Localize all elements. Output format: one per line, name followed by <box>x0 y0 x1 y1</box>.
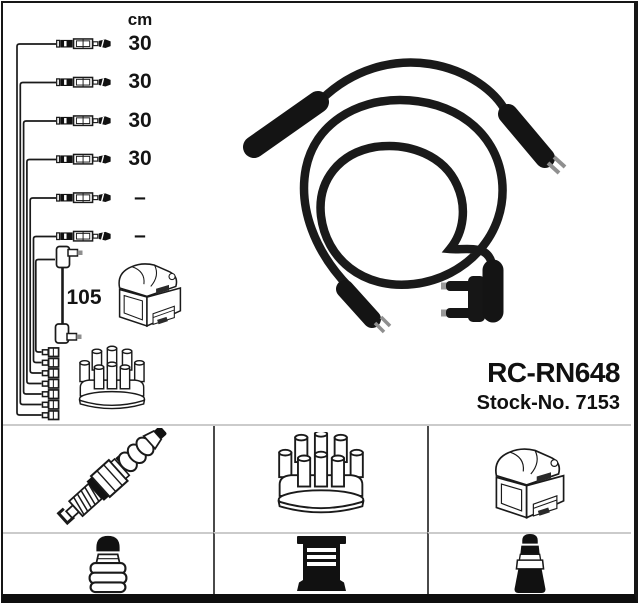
cable-length-2: 30 <box>128 70 152 93</box>
legend-cell-coil-boot <box>427 532 631 594</box>
ignition-coil-drawing <box>118 263 182 327</box>
distributor-cap-drawing <box>78 345 146 410</box>
cable-length-diagram <box>16 38 182 421</box>
legend-cell-plug-boot <box>2 532 213 594</box>
ignition-cables-photo <box>243 58 567 334</box>
cable-length-1: 30 <box>128 32 152 55</box>
legend-cell-distributor-terminal <box>213 532 427 594</box>
distributor-terminal-boot-icon <box>296 536 346 591</box>
cable-boot <box>498 104 555 168</box>
component-legend-grid <box>2 424 631 594</box>
legend-cell-spark-plug <box>2 426 213 532</box>
legend-cell-distributor-cap <box>213 426 427 532</box>
cable-length-6: – <box>134 224 146 247</box>
legend-cell-ignition-coil <box>427 426 631 532</box>
ignition-coil-icon <box>494 448 565 519</box>
cable-lead-lines <box>16 43 56 416</box>
cable-length-5: – <box>134 186 146 209</box>
coil-wire-length: 105 <box>66 286 102 309</box>
unit-header: cm <box>127 10 153 29</box>
coil-terminal-boot-icon <box>514 534 546 594</box>
spark-plug-boot-icon <box>88 535 127 594</box>
stock-number: Stock-No. 7153 <box>476 392 620 414</box>
product-codes: RC-RN648 Stock-No. 7153 <box>476 357 621 415</box>
cable-connector-row-glyphs <box>56 38 112 242</box>
product-photo <box>243 58 567 334</box>
distributor-connector-stack <box>41 347 60 421</box>
cable-boot <box>336 280 381 328</box>
distributor-cap-icon <box>277 432 365 514</box>
spark-plug-icon <box>52 428 174 530</box>
coil-wire-glyph <box>54 245 83 344</box>
cable-length-4: 30 <box>128 147 152 170</box>
cable-boot <box>243 91 329 158</box>
elbow-boot <box>441 259 504 323</box>
part-number: RC-RN648 <box>487 357 620 388</box>
cable-length-3: 30 <box>128 109 152 132</box>
